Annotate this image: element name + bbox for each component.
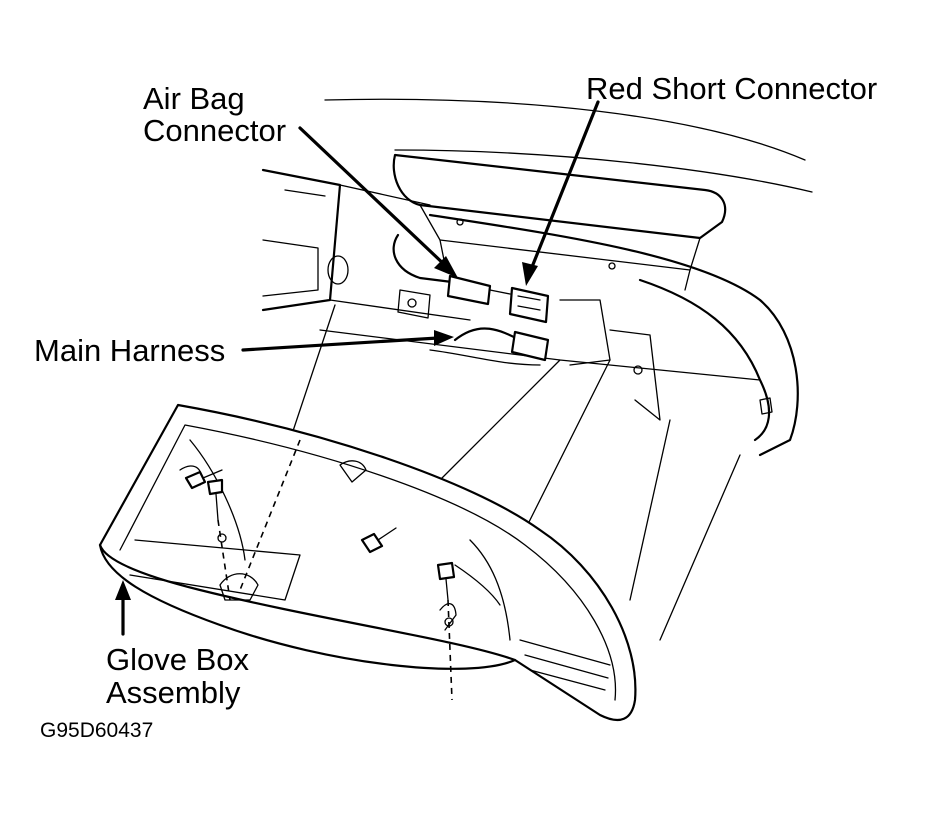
screw-left [206, 478, 224, 521]
callout-arrows [115, 100, 600, 636]
windshield-lines [324, 98, 813, 193]
air-bag-connector-label-line2: Connector [143, 113, 287, 148]
air-bag-connector-arrow [298, 126, 458, 278]
main-harness-arrow [241, 330, 454, 352]
glove-box-assembly [98, 403, 637, 722]
red-short-connector-body [508, 286, 550, 324]
red-short-connector-label: Red Short Connector [586, 71, 878, 106]
dash-glove-box-opening [428, 213, 799, 457]
mounting-screws [184, 439, 456, 701]
screw-center [360, 527, 397, 554]
main-harness-connector-body [510, 330, 550, 362]
glove-box-label-line2: Assembly [106, 675, 241, 710]
air-bag-connector-label-line1: Air Bag [143, 81, 245, 116]
connectors-and-harness [392, 233, 550, 366]
glove-box-label-line1: Glove Box [106, 642, 250, 677]
assembly-guide-lines [289, 304, 741, 641]
screw-right [436, 561, 456, 601]
air-bag-connector-body [446, 274, 492, 306]
glove-box-assembly-arrow [115, 580, 131, 636]
figure-id-label: G95D60437 [40, 719, 154, 742]
screw-upper-left [184, 469, 223, 490]
main-harness-label: Main Harness [34, 333, 226, 368]
red-short-connector-arrow [522, 100, 600, 286]
